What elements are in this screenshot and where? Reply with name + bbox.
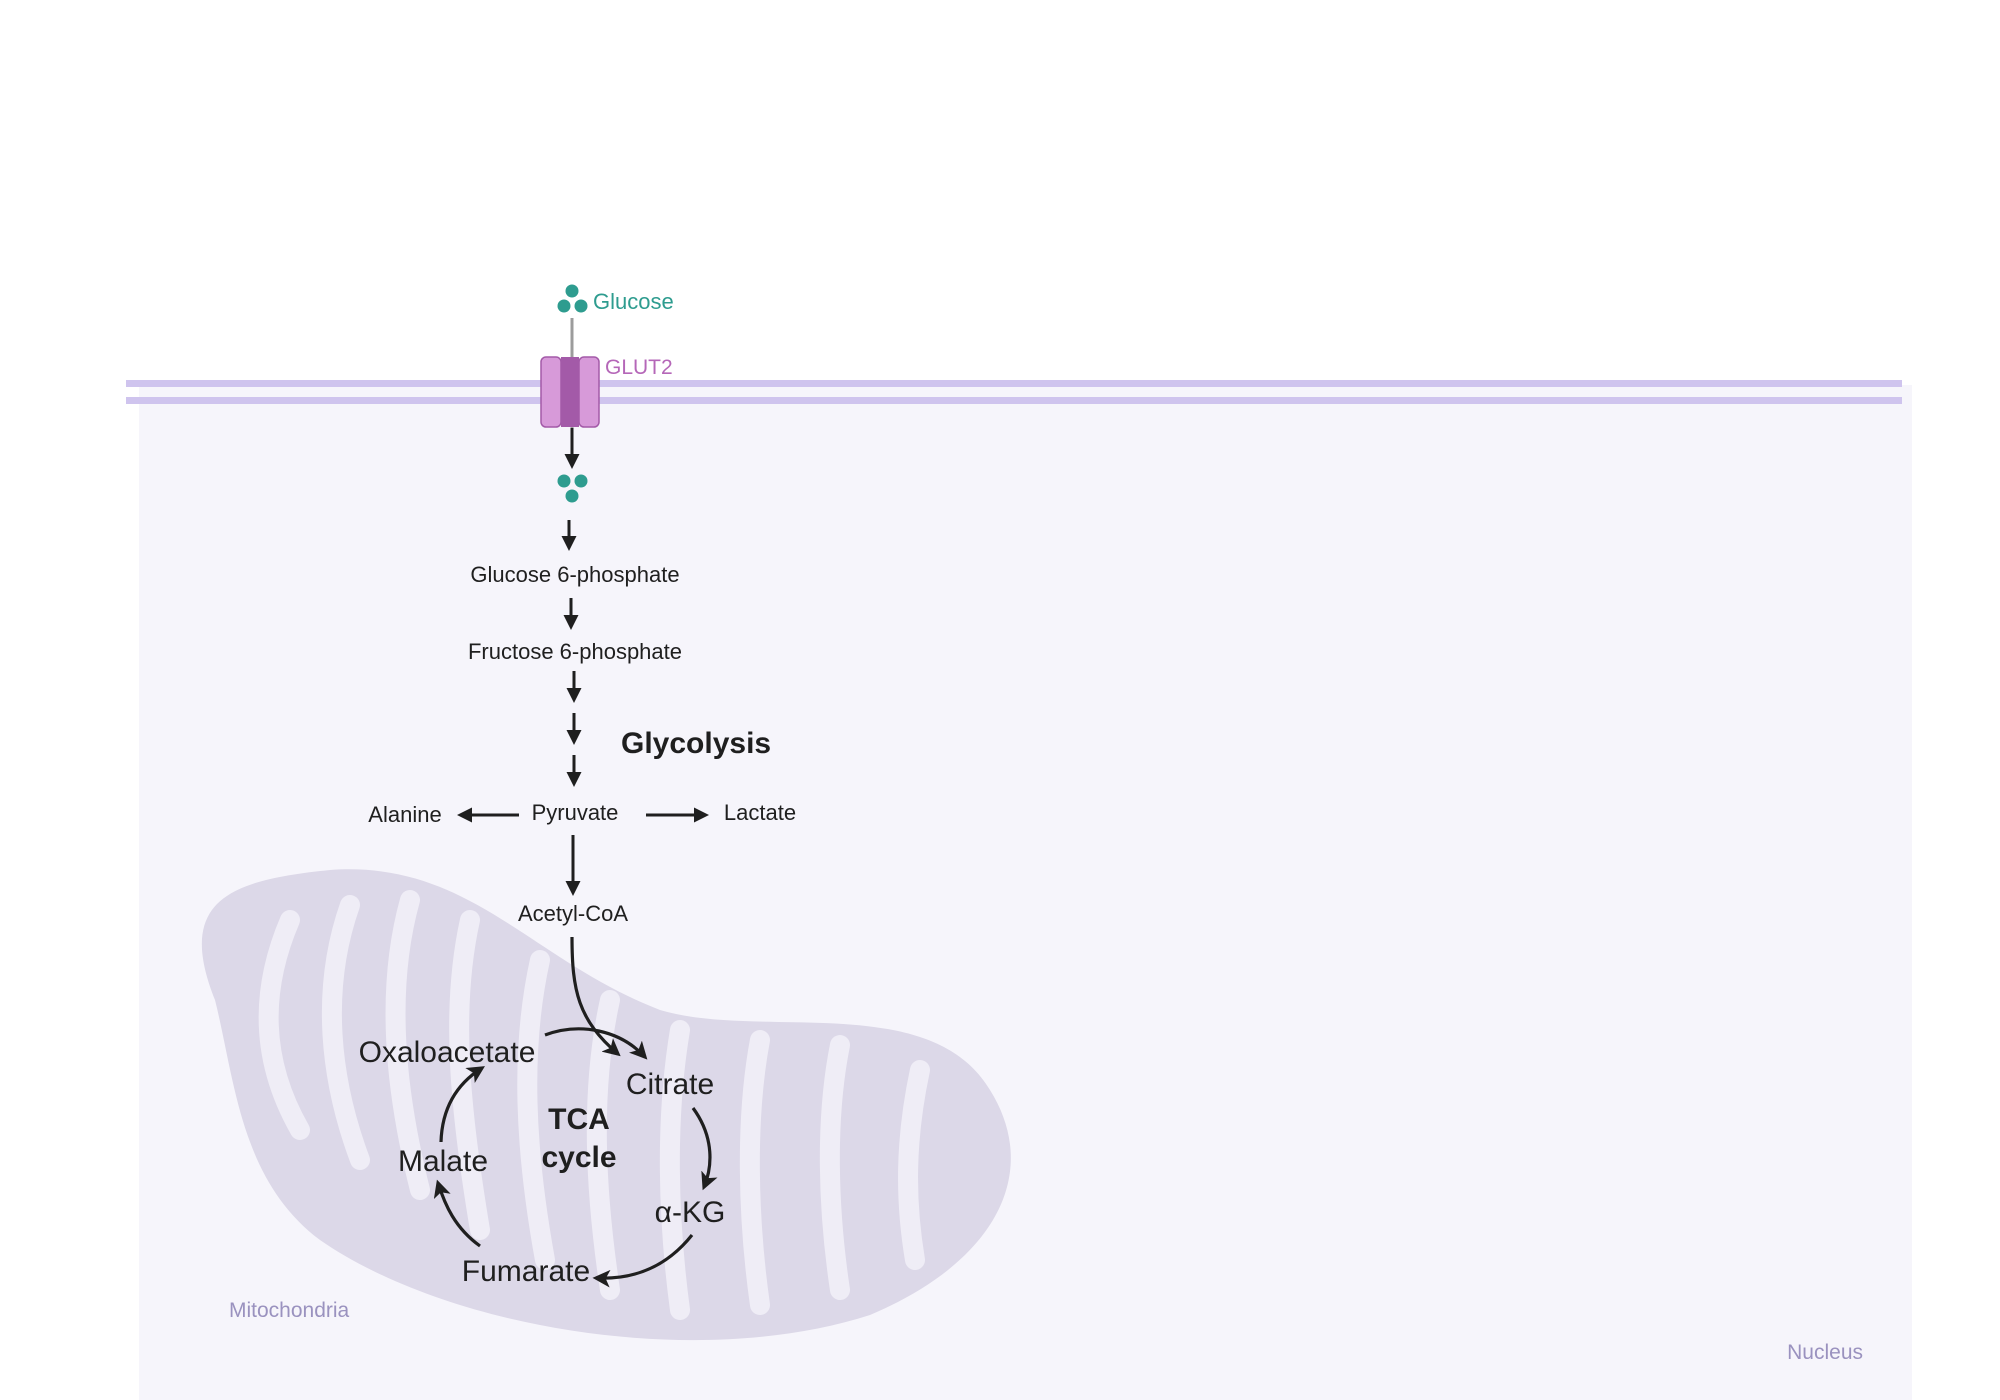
fructose-6-phosphate-label: Fructose 6-phosphate	[468, 639, 682, 664]
tca-cycle-title-line2: cycle	[541, 1141, 616, 1174]
glucose-molecule-icon	[557, 284, 588, 313]
arrow-fumarate-to-malate	[433, 1179, 481, 1248]
arrow-oxaloacetate-to-citrate	[544, 1027, 648, 1060]
oxaloacetate-label: Oxaloacetate	[359, 1036, 536, 1069]
intracellular-glucose-icon	[557, 474, 588, 503]
glycolysis-title: Glycolysis	[621, 727, 771, 760]
glut2-transporter-icon	[540, 356, 600, 428]
nucleus-region-label: Nucleus	[1787, 1341, 1863, 1364]
pyruvate-label: Pyruvate	[532, 800, 619, 825]
citrate-label: Citrate	[626, 1068, 714, 1101]
lactate-label: Lactate	[724, 800, 796, 825]
glucose-6-phosphate-label: Glucose 6-phosphate	[470, 562, 679, 587]
arrow-alpha-kg-to-fumarate	[592, 1234, 694, 1288]
arrow-acetyl-coa-to-citrate	[570, 936, 621, 1057]
mitochondrion-icon	[201, 869, 1011, 1341]
glucose-label: Glucose	[593, 289, 674, 314]
acetyl-coa-label: Acetyl-CoA	[518, 901, 628, 926]
malate-label: Malate	[398, 1145, 488, 1178]
glut2-label: GLUT2	[605, 356, 673, 379]
tca-cycle-title-line1: TCA	[548, 1103, 610, 1136]
alanine-label: Alanine	[368, 802, 441, 827]
fumarate-label: Fumarate	[462, 1255, 590, 1288]
cell-membrane	[126, 380, 1902, 404]
mitochondria-region-label: Mitochondria	[229, 1299, 350, 1322]
arrow-citrate-to-alpha-kg	[691, 1107, 718, 1191]
alpha-kg-label: α-KG	[655, 1196, 726, 1229]
arrow-malate-to-oxaloacetate	[439, 1066, 485, 1143]
